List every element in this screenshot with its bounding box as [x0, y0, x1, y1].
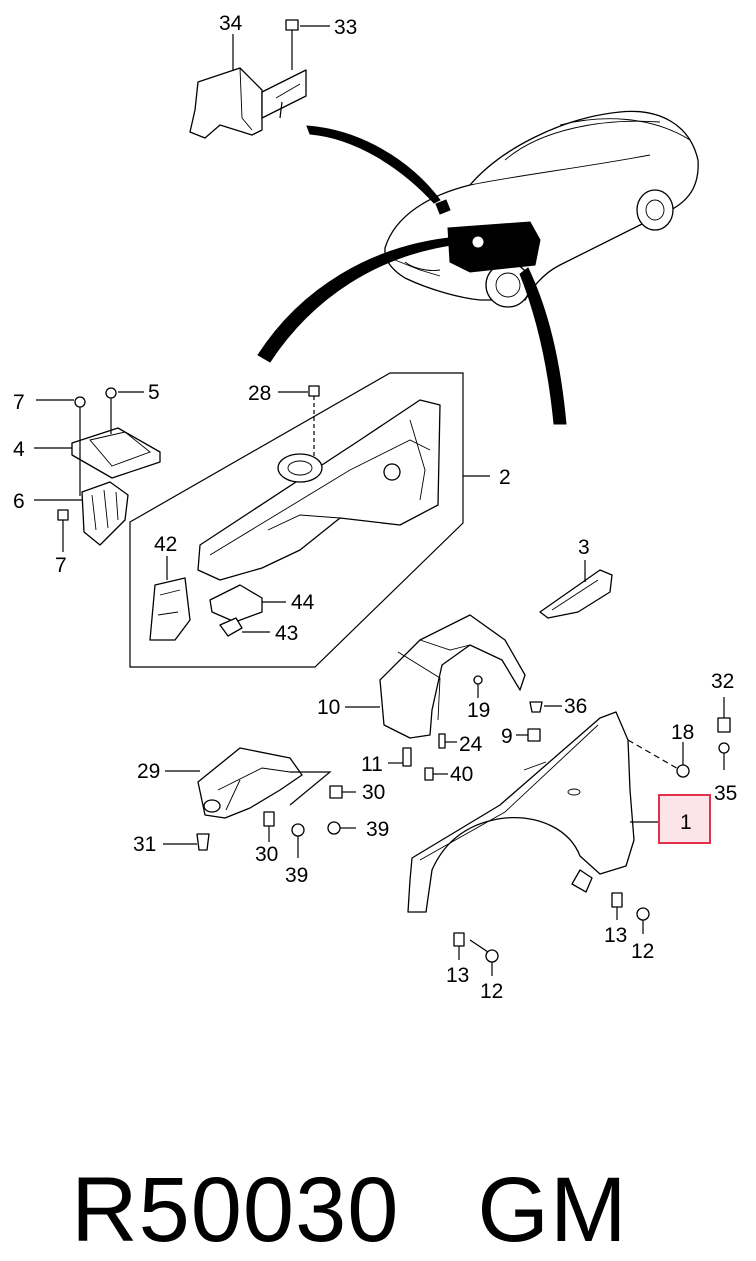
callout-13-right: 13 — [604, 924, 627, 947]
part-4-6-brackets — [34, 387, 161, 552]
callout-28: 28 — [248, 382, 271, 405]
callout-30-right: 30 — [362, 781, 385, 804]
part-1-fender — [407, 697, 731, 976]
callout-43: 43 — [275, 622, 298, 645]
callout-42: 42 — [154, 533, 177, 556]
callout-40: 40 — [450, 763, 473, 786]
callout-5: 5 — [148, 381, 160, 404]
car-overview — [257, 110, 699, 425]
callout-39-bottom: 39 — [285, 864, 308, 887]
callout-39-right: 39 — [366, 818, 389, 841]
part-number: R50030 — [71, 1159, 400, 1261]
callout-1-highlight — [658, 794, 711, 844]
part-10-wheel-liner — [345, 614, 526, 781]
callout-44: 44 — [291, 591, 315, 614]
callout-4: 4 — [13, 438, 25, 461]
callout-2: 2 — [499, 466, 511, 489]
callout-24: 24 — [459, 733, 483, 756]
callout-18: 18 — [671, 721, 694, 744]
callout-35: 35 — [714, 782, 737, 805]
callout-33: 33 — [334, 16, 357, 39]
callout-10: 10 — [317, 696, 340, 719]
callout-13-bottom: 13 — [446, 964, 469, 987]
callout-12-bottom: 12 — [480, 980, 503, 1003]
callout-7-bottom: 7 — [55, 554, 67, 577]
callout-1: 1 — [680, 811, 692, 834]
part-36-9-clips — [516, 701, 562, 742]
callout-labels: 1 2 3 4 5 6 7 7 9 10 11 12 12 13 13 18 1… — [13, 12, 737, 1003]
callout-34: 34 — [219, 12, 243, 35]
callout-12-right: 12 — [631, 940, 654, 963]
part-number-footer: R50030 GM — [18, 1060, 628, 1260]
callout-36: 36 — [564, 695, 587, 718]
parts-diagram: 1 2 3 4 5 6 7 7 9 10 11 12 12 13 13 18 1… — [13, 12, 737, 1003]
part-2-group — [129, 372, 490, 668]
part-34-bracket — [189, 19, 330, 139]
brand-name: GM — [477, 1159, 628, 1261]
callout-29: 29 — [137, 760, 160, 783]
callout-31: 31 — [133, 833, 156, 856]
callout-3: 3 — [578, 536, 590, 559]
callout-11: 11 — [361, 753, 383, 776]
part-3-reinforcement — [539, 560, 613, 619]
part-29-splash-shield — [163, 747, 356, 858]
callout-6: 6 — [13, 490, 25, 513]
callout-9: 9 — [501, 725, 513, 748]
callout-19: 19 — [467, 699, 490, 722]
callout-30-bottom: 30 — [255, 843, 278, 866]
callout-32: 32 — [711, 670, 734, 693]
callout-7-top: 7 — [13, 391, 25, 414]
